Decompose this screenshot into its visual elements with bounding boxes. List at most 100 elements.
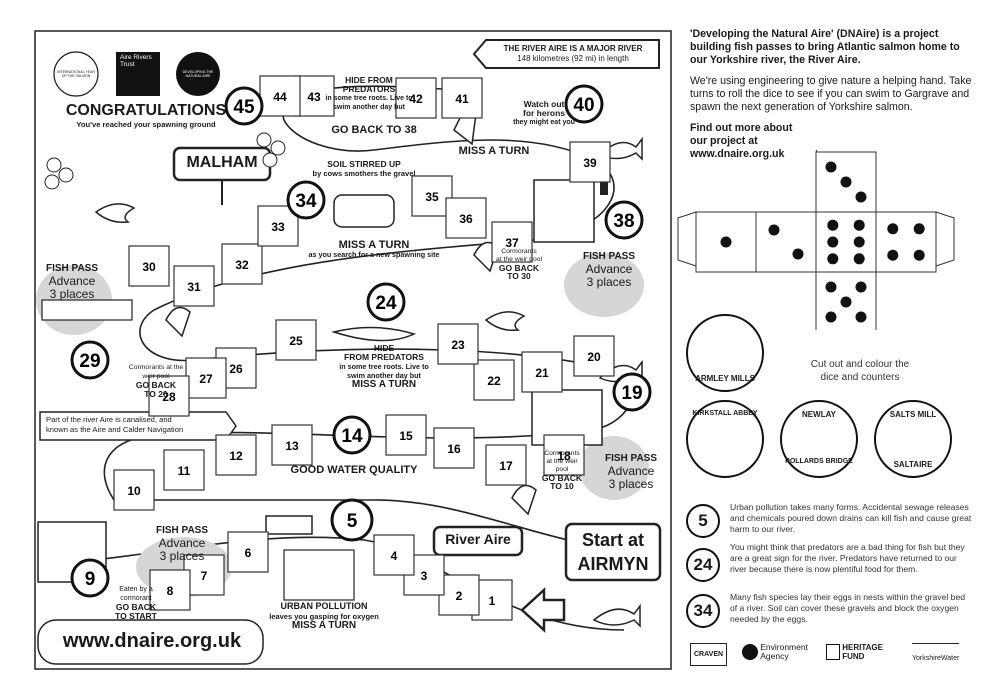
square-number: 2 [456,589,463,603]
square-number: 22 [487,374,501,388]
dice-pip [887,223,899,235]
cormorant-icon [165,306,191,338]
square-42-rule: HIDE FROM PREDATORS in some tree roots. … [309,76,429,112]
square-4 [373,534,415,576]
counters-caption: Cut out and colour the dice and counters [780,358,940,384]
square-number: 28 [162,390,176,404]
start-block: Start at AIRMYN [566,528,660,576]
square-16 [433,427,475,469]
dice-pip [827,253,839,265]
dna-logo-icon [176,52,220,96]
square-2 [438,574,480,616]
special-square-24 [366,282,406,322]
square-number: 23 [451,338,465,352]
counter-label: KIRKSTALL ABBEY [692,410,758,417]
dna-logo-text: DEVELOPING THE NATURAL AIRE [182,70,214,78]
square-number: 3 [421,569,428,583]
rule-line: Cormorants [544,450,580,457]
start-place: AIRMYN [577,554,649,574]
square-21 [521,351,563,393]
malham-label: MALHAM [186,154,258,171]
start-label: Start at [581,530,644,550]
fish-pass-title: FISH PASS [155,525,209,536]
fish-pass-splash-38 [564,253,644,317]
rule-line: FROM PREDATORS [344,352,424,362]
rule-line: for herons [522,108,566,118]
counter-label: NEWLAY [802,410,836,419]
square-number: 5 [347,511,358,532]
square-34-rule-bottom: MISS A TURN as you search for a new spaw… [284,240,464,260]
square-number: 16 [447,442,461,456]
dice-pip [853,236,865,248]
special-square-45 [224,86,264,126]
canal-line: known as the Aire and Calder Navigation [46,425,184,434]
rule-line: cormorant [120,594,152,602]
square-number: 43 [307,90,321,104]
square-number: 6 [245,546,252,560]
rule-line: swim another day but [347,371,421,380]
dice-pip [825,311,837,323]
fish-pass-38: FISH PASS Advance 3 places [568,250,650,289]
special-square-34 [286,180,326,220]
counter-label: SALTAIRE [893,460,933,469]
mill-38-icon [533,179,595,243]
counter-kirkstall[interactable]: KIRKSTALL ABBEY [686,400,764,478]
square-number: 18 [557,449,571,463]
legend-text: Many fish species lay their eggs in nest… [730,592,966,624]
legend-text: You might think that predators are a bad… [730,542,965,574]
art-logo-icon [116,52,160,96]
square-number: 20 [587,350,601,364]
yorkshire-water-logo: YorkshireWater [912,643,960,663]
canal-note: Part of the river Aire is canalised, and… [46,415,231,435]
counter-label: ARMLEY MILLS [695,374,755,383]
dice-pip [855,191,867,203]
legend-item-34: 34 Many fish species lay their eggs in n… [686,592,976,632]
special-square-14 [332,415,372,455]
hf-logo-line: FUND [842,652,865,661]
square-30 [128,245,170,287]
square-27 [185,357,227,399]
dice-net [677,150,955,330]
counter-armley[interactable]: ARMLEY MILLS [686,314,764,392]
square-41 [441,77,483,119]
good-water-label: GOOD WATER QUALITY [290,464,418,476]
counter-salts[interactable]: SALTS MILL SALTAIRE [874,400,952,478]
eggs-icon [44,132,286,190]
square-10 [113,469,155,511]
square-number: 30 [142,260,156,274]
ea-logo-line: Agency [760,651,789,661]
dice-pip [853,253,865,265]
square-34-rule-top: SOIL STIRRED UP by cows smothers the gra… [294,160,434,179]
ea-logo-icon [742,644,758,660]
fish-pass-title: FISH PASS [45,263,99,274]
square-number: 17 [499,459,513,473]
square-number: 41 [455,92,469,106]
rule-line: MISS A TURN [351,379,417,390]
square-36 [445,197,487,239]
square-number: 19 [621,383,642,404]
square-number: 4 [391,549,398,563]
otter-icon [331,326,417,342]
square-number: 14 [341,426,363,447]
square-22 [473,359,515,401]
square-number: 29 [79,351,100,372]
counter-newlay[interactable]: NEWLAY POLLARDS BRIDGE [780,400,858,478]
square-number: 21 [535,366,549,380]
website-link[interactable]: www.dnaire.org.uk [62,630,242,652]
square-number: 8 [167,584,174,598]
cow-icon [333,194,395,228]
square-number: 24 [375,293,397,314]
rule-line: GO BACK [498,263,540,273]
fish-pass-19: FISH PASS Advance 3 places [590,452,672,491]
rule-line: by cows smothers the gravel [312,169,416,178]
rule-line: weir pool [142,372,170,380]
rule-line: they might eat you [513,119,575,126]
rule-line: Cormorants [501,248,537,255]
fish-pass-advance: Advance [48,274,96,288]
dice-pip [840,296,852,308]
square-number: 13 [285,439,299,453]
square-number: 7 [201,569,208,583]
square-39 [569,141,611,183]
fish-pass-places: 3 places [49,287,95,301]
